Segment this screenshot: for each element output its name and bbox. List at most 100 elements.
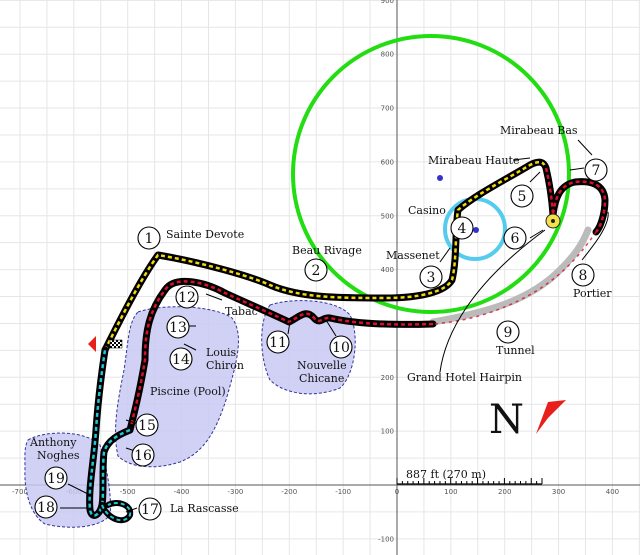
turn-number: 16 bbox=[134, 448, 152, 464]
x-tick-label: -500 bbox=[120, 488, 136, 496]
turn-circle bbox=[266, 330, 290, 354]
turn-15: 15 bbox=[135, 413, 159, 437]
arrow-7 bbox=[569, 167, 585, 171]
label-anthony-noghes-1: Anthony bbox=[29, 436, 77, 449]
checkered-flag-icon bbox=[109, 339, 123, 349]
turn-number: 13 bbox=[169, 320, 187, 336]
label-portier: Portier bbox=[573, 287, 612, 300]
arrow-tabac bbox=[205, 293, 223, 301]
scale-bar: 887 ft (270 m) bbox=[396, 468, 543, 485]
label-tunnel: Tunnel bbox=[496, 344, 535, 357]
turn-circle bbox=[450, 216, 474, 240]
arrow-mirabeau-haute bbox=[512, 157, 531, 161]
turn-number: 17 bbox=[141, 502, 159, 518]
label-louis-chiron-2: Chiron bbox=[206, 359, 244, 372]
arrow-14 bbox=[183, 343, 197, 351]
arrow-17 bbox=[125, 507, 138, 513]
track-sector-cyan bbox=[88, 349, 131, 517]
x-tick-label: -700 bbox=[12, 488, 28, 496]
x-tick-label: 100 bbox=[444, 488, 457, 496]
turn-circle bbox=[175, 285, 199, 309]
turn-number: 1 bbox=[145, 231, 154, 247]
turn-8: 8 bbox=[571, 263, 595, 287]
y-tick-label: 200 bbox=[381, 374, 394, 382]
track-sector-red-mirabeau bbox=[544, 167, 607, 233]
label-piscine: Piscine (Pool) bbox=[150, 385, 226, 398]
turn-2: 2 bbox=[304, 258, 328, 282]
turn-16: 16 bbox=[131, 443, 155, 467]
turn-19: 19 bbox=[44, 466, 68, 490]
north-arrow-icon bbox=[536, 400, 566, 434]
label-la-rascasse: La Rascasse bbox=[170, 502, 239, 515]
label-mirabeau-haute: Mirabeau Haute bbox=[428, 154, 519, 167]
arrow-massenet bbox=[439, 247, 451, 263]
turn-circle bbox=[44, 466, 68, 490]
turn-17: 17 bbox=[138, 497, 162, 521]
arrow-grand-hotel bbox=[439, 229, 546, 373]
label-grand-hotel-hairpin: Grand Hotel Hairpin bbox=[407, 371, 522, 384]
north-label: N bbox=[489, 397, 524, 443]
turn-circle bbox=[584, 158, 608, 182]
turn-number: 4 bbox=[458, 221, 467, 237]
turn-circle bbox=[329, 335, 353, 359]
turn-circle bbox=[169, 347, 193, 371]
zones bbox=[24, 300, 356, 528]
label-anthony-noghes-2: Noghes bbox=[37, 449, 80, 462]
label-nouvelle-chicane-1: Nouvelle bbox=[297, 359, 347, 372]
green-circle bbox=[291, 34, 571, 314]
turn-number: 6 bbox=[511, 231, 520, 247]
turn-circle bbox=[137, 226, 161, 250]
turn-number: 14 bbox=[172, 352, 190, 368]
turn-12: 12 bbox=[175, 285, 199, 309]
x-tick-label: 400 bbox=[606, 488, 619, 496]
label-nouvelle-chicane-2: Chicane bbox=[299, 372, 344, 385]
y-tick-label: 900 bbox=[381, 0, 394, 5]
turn-14: 14 bbox=[169, 347, 193, 371]
x-tick-label: -100 bbox=[335, 488, 351, 496]
label-beau-rivage: Beau Rivage bbox=[292, 244, 362, 257]
x-tick-label: -200 bbox=[281, 488, 297, 496]
x-tick-label: -300 bbox=[227, 488, 243, 496]
y-tick-label: 800 bbox=[381, 51, 394, 59]
arrow-6 bbox=[529, 229, 544, 239]
turn-number: 2 bbox=[312, 263, 321, 279]
turn-number: 12 bbox=[178, 290, 196, 306]
turn-18: 18 bbox=[34, 495, 58, 519]
x-tick-label: 200 bbox=[498, 488, 511, 496]
turn-number: 11 bbox=[269, 335, 287, 351]
arrow-19 bbox=[67, 483, 91, 496]
scale-bar-ticks bbox=[396, 478, 543, 485]
turn-number: 10 bbox=[332, 340, 350, 356]
turn-3: 3 bbox=[419, 265, 443, 289]
arrow-8 bbox=[581, 211, 609, 261]
turn-11: 11 bbox=[266, 330, 290, 354]
start-flag-icon bbox=[88, 336, 96, 352]
turn-4: 4 bbox=[450, 216, 474, 240]
turn-13: 13 bbox=[166, 315, 190, 339]
turn-circle bbox=[571, 263, 595, 287]
turn-number: 3 bbox=[427, 270, 436, 286]
turn-6: 6 bbox=[503, 226, 527, 250]
turn-number: 18 bbox=[37, 500, 55, 516]
track-sector-yellow bbox=[103, 160, 548, 351]
turn-circle bbox=[304, 258, 328, 282]
turn-circle bbox=[34, 495, 58, 519]
turn-number: 8 bbox=[579, 268, 588, 284]
turn-circle bbox=[131, 443, 155, 467]
y-tick-label: 500 bbox=[381, 212, 394, 220]
turn-circle bbox=[419, 265, 443, 289]
turn-number: 9 bbox=[504, 325, 513, 341]
turn-circle bbox=[503, 226, 527, 250]
casino-point-2 bbox=[473, 227, 479, 233]
arrow-10 bbox=[325, 319, 337, 337]
turn-circle bbox=[510, 184, 534, 208]
label-sainte-devote: Sainte Devote bbox=[166, 228, 244, 241]
casino-point-1 bbox=[437, 175, 443, 181]
arrow-11 bbox=[287, 321, 291, 335]
start-finish bbox=[88, 336, 123, 352]
scale-bar-label: 887 ft (270 m) bbox=[406, 468, 486, 481]
y-tick-label: 600 bbox=[381, 158, 394, 166]
turn-circle bbox=[166, 315, 190, 339]
